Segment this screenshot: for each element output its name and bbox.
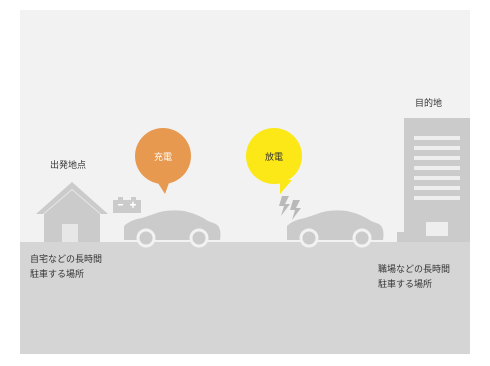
charge-label: 充電 [154, 151, 172, 163]
destination-label: 目的地 [415, 99, 443, 109]
battery-icon [113, 197, 141, 213]
ground [20, 242, 470, 354]
lightning-icon [279, 196, 301, 220]
house-icon [36, 182, 108, 242]
discharging-car-icon [287, 210, 384, 248]
home-parking-label-line2: 駐車する場所 [30, 270, 85, 280]
work-parking-label-line1: 職場などの長時間 [378, 265, 451, 275]
work-parking-label-line2: 駐車する場所 [378, 280, 433, 290]
office-building-icon [397, 118, 470, 242]
charge-bubble: 充電 [135, 128, 191, 194]
discharge-label: 放電 [265, 151, 283, 163]
home-parking-label-line1: 自宅などの長時間 [30, 255, 103, 265]
discharge-bubble: 放電 [246, 128, 302, 194]
charging-car-icon [124, 210, 221, 248]
origin-label: 出発地点 [50, 161, 87, 171]
